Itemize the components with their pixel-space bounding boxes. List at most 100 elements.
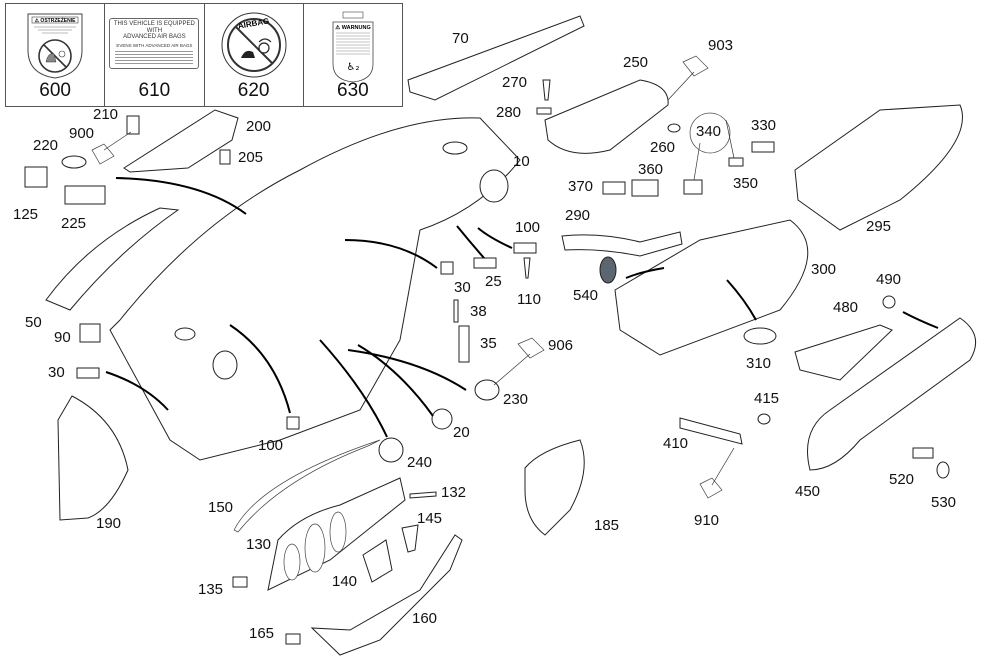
part-295-glovebox-upper xyxy=(794,104,963,231)
callout-30[interactable]: 30 xyxy=(454,279,471,296)
callout-370[interactable]: 370 xyxy=(568,178,594,195)
callout-240[interactable]: 240 xyxy=(407,454,433,471)
callout-35[interactable]: 35 xyxy=(480,335,497,352)
part-260-grommet xyxy=(667,123,681,133)
callout-25[interactable]: 25 xyxy=(485,273,502,290)
assembly-arrow xyxy=(456,225,485,259)
label-cell-600[interactable]: ⚠ OSTRZEŻENIE 600 xyxy=(6,4,106,106)
callout-906[interactable]: 906 xyxy=(548,337,574,354)
callout-165[interactable]: 165 xyxy=(249,625,275,642)
part-125-block xyxy=(24,166,48,188)
callout-295[interactable]: 295 xyxy=(866,218,892,235)
part-90-bracket xyxy=(79,323,101,343)
callout-250[interactable]: 250 xyxy=(623,54,649,71)
callout-900[interactable]: 900 xyxy=(69,125,95,142)
label-number: 600 xyxy=(39,80,71,101)
label-number: 610 xyxy=(138,80,171,101)
part-210-clip xyxy=(126,115,140,135)
callout-260[interactable]: 260 xyxy=(650,139,676,156)
callout-130[interactable]: 130 xyxy=(246,536,272,553)
vent-icon xyxy=(212,350,238,380)
label-cell-620[interactable]: AIRBAG 620 xyxy=(205,4,304,106)
callout-100[interactable]: 100 xyxy=(515,219,541,236)
part-906-label xyxy=(517,337,545,359)
part-530-ring xyxy=(936,461,950,479)
callout-450[interactable]: 450 xyxy=(795,483,821,500)
callout-220[interactable]: 220 xyxy=(33,137,59,154)
part-280-clip xyxy=(536,107,552,115)
callout-540[interactable]: 540 xyxy=(573,287,599,304)
part-150-cluster-hood xyxy=(233,439,381,533)
callout-910[interactable]: 910 xyxy=(694,512,720,529)
callout-205[interactable]: 205 xyxy=(238,149,264,166)
callout-185[interactable]: 185 xyxy=(594,517,620,534)
part-415-screw xyxy=(757,413,771,425)
label-cell-610[interactable]: THIS VEHICLE IS EQUIPPED WITH ADVANCED A… xyxy=(105,4,205,106)
callout-300[interactable]: 300 xyxy=(811,261,837,278)
callout-520[interactable]: 520 xyxy=(889,471,915,488)
callout-350[interactable]: 350 xyxy=(733,175,759,192)
callout-190[interactable]: 190 xyxy=(96,515,122,532)
callout-145[interactable]: 145 xyxy=(417,510,443,527)
callout-360[interactable]: 360 xyxy=(638,161,664,178)
callout-280[interactable]: 280 xyxy=(496,104,522,121)
callout-10[interactable]: 10 xyxy=(513,153,530,170)
part-30b-clip xyxy=(440,261,454,275)
part-270-screw xyxy=(542,79,551,101)
part-205-clip xyxy=(219,149,231,165)
callout-125[interactable]: 125 xyxy=(13,206,39,223)
sticker-title-line2: ADVANCED AIR BAGS xyxy=(123,34,186,40)
sticker-line xyxy=(115,53,194,55)
sticker-line xyxy=(115,62,194,64)
part-220-cylinder xyxy=(61,155,87,169)
callout-230[interactable]: 230 xyxy=(503,391,529,408)
warning-labels-panel: ⚠ OSTRZEŻENIE 600 THIS VEHICLE IS EQUIPP… xyxy=(5,3,403,107)
part-370-switch xyxy=(602,181,626,195)
callout-38[interactable]: 38 xyxy=(470,303,487,320)
part-185-console-bezel xyxy=(524,439,585,536)
callout-110[interactable]: 110 xyxy=(517,291,541,308)
vent-icon xyxy=(479,169,509,203)
part-450-glovebox-lid xyxy=(807,317,977,471)
callout-903[interactable]: 903 xyxy=(708,37,734,54)
callout-100-lower[interactable]: 100 xyxy=(258,437,284,454)
part-410-latch xyxy=(679,417,743,445)
callout-340[interactable]: 340 xyxy=(696,123,722,140)
assembly-arrow xyxy=(357,344,434,417)
callout-90[interactable]: 90 xyxy=(54,329,71,346)
callout-140[interactable]: 140 xyxy=(332,573,358,590)
part-350-bulb xyxy=(728,157,744,167)
callout-70[interactable]: 70 xyxy=(452,30,469,47)
callout-210[interactable]: 210 xyxy=(93,106,119,123)
callout-490[interactable]: 490 xyxy=(876,271,902,288)
part-25-clip xyxy=(473,257,497,269)
callout-290[interactable]: 290 xyxy=(565,207,591,224)
callout-270[interactable]: 270 xyxy=(502,74,528,91)
airbag-prohibition-icon: AIRBAG xyxy=(221,12,287,78)
part-240-knob xyxy=(378,437,404,463)
part-910-label xyxy=(699,477,723,499)
assembly-arrow xyxy=(319,339,388,438)
callout-160[interactable]: 160 xyxy=(412,610,438,627)
callout-225[interactable]: 225 xyxy=(61,215,87,232)
part-200-cover xyxy=(123,109,239,173)
callout-50[interactable]: 50 xyxy=(25,314,42,331)
callout-150[interactable]: 150 xyxy=(208,499,234,516)
callout-135[interactable]: 135 xyxy=(198,581,224,598)
callout-330[interactable]: 330 xyxy=(751,117,777,134)
part-903-label xyxy=(682,55,709,77)
callout-415[interactable]: 415 xyxy=(754,390,780,407)
callout-132[interactable]: 132 xyxy=(441,484,467,501)
part-300-glovebox-housing xyxy=(614,219,809,356)
callout-200[interactable]: 200 xyxy=(246,118,272,135)
label-cell-630[interactable]: ⚠ WARNUNG ♿₂ 630 xyxy=(304,4,402,106)
part-520-lock xyxy=(912,447,934,459)
callout-310[interactable]: 310 xyxy=(746,355,772,372)
assembly-arrow xyxy=(115,177,247,215)
callout-530[interactable]: 530 xyxy=(931,494,957,511)
callout-480[interactable]: 480 xyxy=(833,299,859,316)
callout-410[interactable]: 410 xyxy=(663,435,689,452)
airbag-warning-shield-icon: ⚠ OSTRZEŻENIE xyxy=(27,13,83,79)
callout-30-left[interactable]: 30 xyxy=(48,364,65,381)
callout-20[interactable]: 20 xyxy=(453,424,470,441)
